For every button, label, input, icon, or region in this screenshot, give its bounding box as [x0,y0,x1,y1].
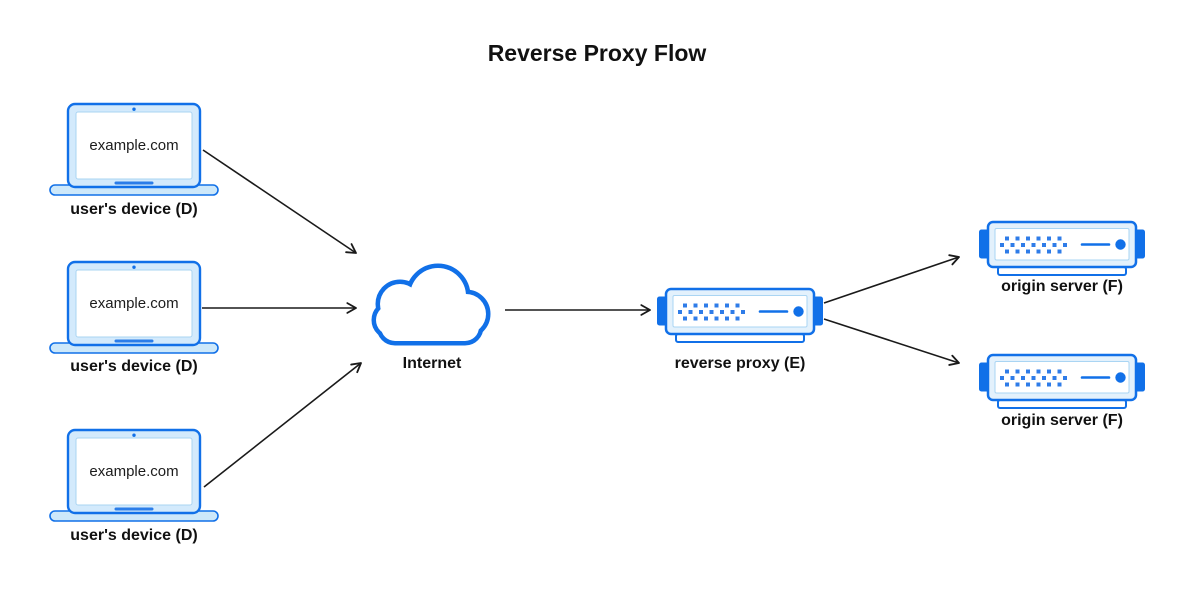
reverse-proxy-label: reverse proxy (E) [675,355,806,372]
device-screen-text: example.com [89,295,178,312]
origin-server-label: origin server (F) [1001,278,1123,295]
internet-label: Internet [403,355,462,372]
arrow-device-1-to-internet [202,149,357,254]
arrow-device-3-to-internet [203,362,362,488]
user-device-2: example.com user's device (D) [48,260,220,375]
device-label: user's device (D) [70,527,197,544]
flow-arrows [202,149,960,488]
origin-server-label: origin server (F) [1001,412,1123,429]
user-device-3: example.com user's device (D) [48,428,220,544]
cloud-icon [371,263,491,346]
arrow-reverse-proxy-to-origin-1 [823,254,960,304]
server-icon [979,355,1145,408]
reverse-proxy-node: reverse proxy (E) [657,289,823,372]
user-device-1: example.com user's device (D) [48,102,220,218]
device-label: user's device (D) [70,358,197,375]
origin-server-1: origin server (F) [979,222,1145,295]
diagram-title: Reverse Proxy Flow [488,40,707,66]
origin-server-2: origin server (F) [979,355,1145,429]
server-icon [657,289,823,342]
device-label: user's device (D) [70,201,197,218]
server-icon [979,222,1145,275]
device-screen-text: example.com [89,463,178,480]
arrow-reverse-proxy-to-origin-2 [823,318,960,366]
device-screen-text: example.com [89,137,178,154]
internet-node: Internet [371,263,491,372]
